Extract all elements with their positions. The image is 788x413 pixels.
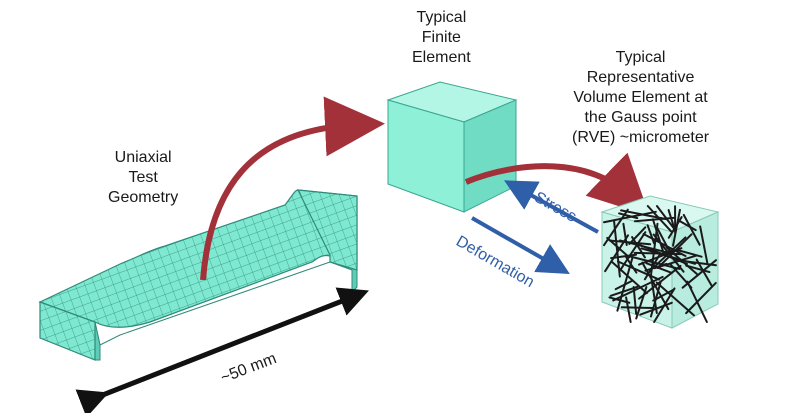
stress-arrow [503, 180, 599, 234]
rve-fibers [603, 205, 717, 323]
fiber [620, 209, 668, 221]
fiber [639, 301, 673, 316]
fiber [665, 246, 700, 277]
fiber [651, 218, 666, 256]
fiber [616, 260, 661, 281]
fiber [645, 262, 673, 274]
fiber [655, 205, 675, 229]
rve-cube [600, 195, 720, 329]
fiber [611, 261, 648, 295]
fiber [638, 247, 683, 266]
length-dimension-arrow [75, 287, 369, 413]
fiber [686, 280, 708, 323]
uniaxial-label: Uniaxial Test Geometry [108, 149, 179, 206]
fiber [685, 281, 717, 315]
fiber [681, 259, 717, 289]
fiber [633, 216, 675, 223]
dogbone-specimen [38, 189, 358, 361]
fiber [695, 258, 713, 288]
fiber [620, 306, 655, 309]
fiber [642, 233, 687, 258]
fiber [635, 286, 648, 320]
fiber [650, 277, 658, 314]
specimen-to-element-arrow [200, 96, 385, 281]
fiber [679, 220, 697, 232]
fiber [652, 288, 675, 302]
deformation-arrow [471, 216, 570, 274]
fiber [667, 216, 683, 239]
fiber [618, 212, 639, 220]
element-to-rve-arrow [464, 152, 650, 216]
fiber [631, 236, 646, 259]
fiber [682, 213, 701, 246]
fiber [672, 208, 681, 247]
fiber [675, 248, 703, 258]
fiber [628, 226, 647, 245]
finite-element-label: Typical Finite Element [412, 9, 471, 66]
fiber [644, 262, 668, 272]
fiber [653, 287, 676, 323]
rve-label: Typical Representative Volume Element at… [572, 49, 710, 146]
fiber [699, 225, 709, 264]
fiber [610, 253, 638, 260]
fiber [609, 285, 639, 297]
fiber [655, 281, 695, 317]
fiber [646, 224, 656, 245]
finite-element-cube [386, 81, 518, 213]
